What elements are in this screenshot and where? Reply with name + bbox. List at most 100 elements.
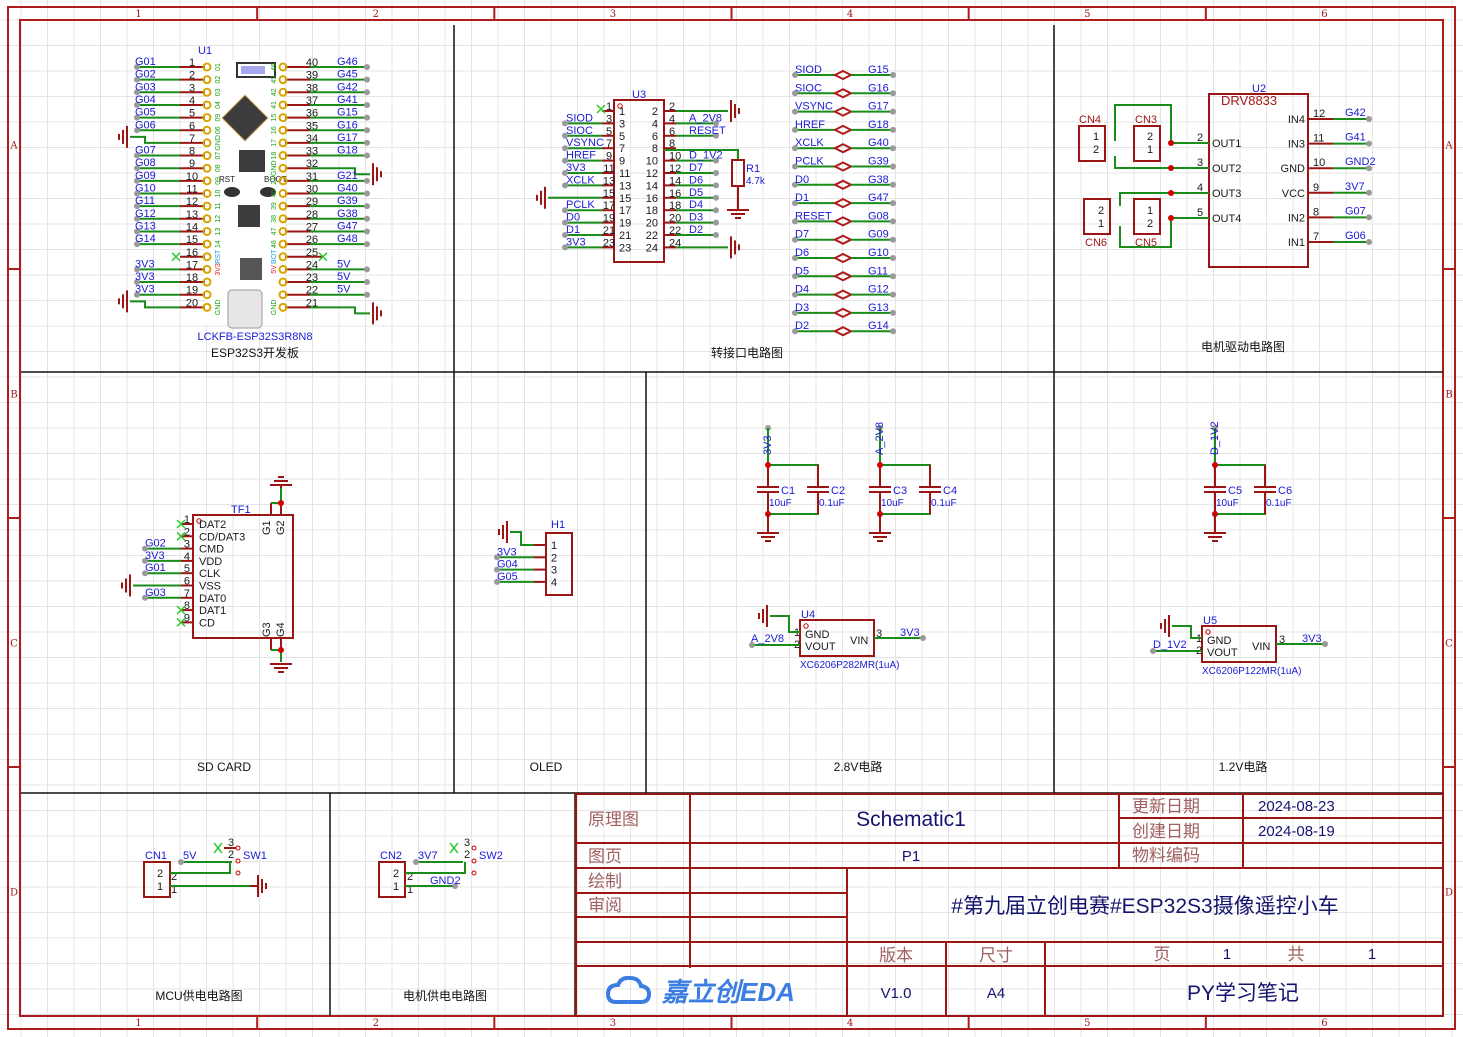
pin-number: 9 <box>184 612 190 624</box>
net-label: D5 <box>689 187 703 199</box>
u4-ldo[interactable]: U4 GND VOUT VIN 123 A_2V8 3V3 XC6206P282… <box>749 605 926 671</box>
tb-created-label: 创建日期 <box>1132 822 1200 842</box>
pin-number: 5 <box>189 108 195 120</box>
u5-ldo[interactable]: U5 GND VOUT VIN 123 D_1V2 3V3 XC6206P122… <box>1150 615 1328 677</box>
motor-power-circuit[interactable]: CN2 21 21 3V7 GND2 3 2 SW2 <box>378 837 503 898</box>
net-label: G04 <box>135 94 156 106</box>
ground-icon <box>118 125 128 148</box>
silk-label: 39 <box>271 202 278 210</box>
net-label: G07 <box>1345 205 1366 217</box>
pin-name: 22 <box>646 230 658 242</box>
no-connect-icon <box>318 252 328 262</box>
capacitor-value: 10uF <box>1216 498 1239 509</box>
tb-part-label: 物料编码 <box>1132 846 1200 866</box>
pin-number: 9 <box>189 158 195 170</box>
net-label: G47 <box>868 192 889 204</box>
pin-name: OUT4 <box>1212 213 1241 225</box>
svg-text:1: 1 <box>1098 218 1104 230</box>
zone-col-top: 2 <box>373 9 379 20</box>
net-label: G12 <box>135 208 156 220</box>
cn6-connector[interactable]: CN6 21 <box>1083 198 1111 249</box>
pin-number: 19 <box>186 285 198 297</box>
no-connect-icon <box>596 104 606 114</box>
pin-number: 14 <box>186 221 198 233</box>
section-title-2v8: 2.8V电路 <box>834 759 883 774</box>
ground-icon <box>758 605 768 627</box>
pin-name: 13 <box>619 180 631 192</box>
pin-number: 16 <box>186 247 198 259</box>
net-label: SIOC <box>566 125 593 137</box>
net-label: D4 <box>689 199 703 211</box>
pin-number: 1 <box>606 101 612 113</box>
u5-vout-pin: VOUT <box>1207 647 1238 659</box>
net-label: VSYNC <box>795 101 833 113</box>
net-label: 3V3 <box>762 435 774 455</box>
silk-label: 21 <box>271 177 278 185</box>
net-label: 3V3 <box>135 271 155 283</box>
ground-icon <box>730 236 740 259</box>
tf1-body <box>192 514 294 639</box>
r1-value: 4.7k <box>746 176 766 187</box>
tb-review-label: 审阅 <box>588 896 622 916</box>
pin-number: 17 <box>186 259 198 271</box>
pin-name: VSS <box>199 581 221 593</box>
svg-text:2: 2 <box>171 871 177 883</box>
u1-ref: U1 <box>198 45 212 57</box>
silk-label: 47 <box>271 227 278 235</box>
net-label: GND2 <box>430 875 461 887</box>
silk-label: 04 <box>215 101 222 109</box>
ground-icon <box>536 186 546 209</box>
net-label: XCLK <box>566 174 595 186</box>
cloud-icon <box>605 975 652 1004</box>
silk-label: 06 <box>215 126 222 134</box>
pin-number: 8 <box>669 138 675 150</box>
net-label: G10 <box>135 183 156 195</box>
capacitor-ref: C3 <box>893 485 907 497</box>
net-label: G41 <box>337 94 358 106</box>
net-label: G11 <box>135 195 155 207</box>
no-connect-icon <box>176 519 186 529</box>
cn4-connector[interactable]: CN4 12 <box>1078 114 1106 162</box>
u2-value: DRV8833 <box>1221 93 1277 108</box>
h1-body <box>545 532 573 596</box>
zone-col-bottom: 6 <box>1321 1018 1327 1029</box>
net-label: D3 <box>689 212 703 224</box>
svg-text:2: 2 <box>1098 205 1104 217</box>
net-label: G05 <box>135 107 156 119</box>
net-label: G14 <box>135 233 156 245</box>
pin-number: 2 <box>669 101 675 113</box>
net-label: 3V7 <box>418 850 438 862</box>
pin-name: OUT3 <box>1212 188 1241 200</box>
cn3-connector[interactable]: CN3 21 <box>1133 114 1161 162</box>
silk-label: 12 <box>215 215 222 223</box>
net-label: D1 <box>566 224 580 236</box>
pin-name: DAT0 <box>199 593 226 605</box>
tf1-g2: G2 <box>275 520 287 535</box>
pin-name: DAT1 <box>199 605 226 617</box>
sw1-pin2: 2 <box>228 849 234 861</box>
net-label: A_2V8 <box>751 633 784 645</box>
u4-vout-pin: VOUT <box>805 641 836 653</box>
zone-col-bottom: 5 <box>1084 1018 1090 1029</box>
u4-gnd-pin: GND <box>805 629 830 641</box>
r1-resistor[interactable]: R1 4.7k <box>664 149 766 219</box>
net-label: 3V3 <box>497 546 517 558</box>
tb-version-label: 版本 <box>879 946 913 966</box>
svg-text:1: 1 <box>1147 144 1153 156</box>
net-label: G09 <box>868 229 889 241</box>
pin-number: 15 <box>603 188 615 200</box>
capacitor-ref: C6 <box>1278 485 1292 497</box>
mcu-power-circuit[interactable]: CN1 21 21 5V 3 2 SW1 <box>143 837 267 898</box>
zone-col-top: 1 <box>135 9 141 20</box>
pin-number: 23 <box>603 237 615 249</box>
u1-value: LCKFB-ESP32S3R8N8 <box>198 331 313 343</box>
net-label: G02 <box>135 69 156 81</box>
net-label: G12 <box>868 284 889 296</box>
net-label: GND2 <box>1345 156 1376 168</box>
